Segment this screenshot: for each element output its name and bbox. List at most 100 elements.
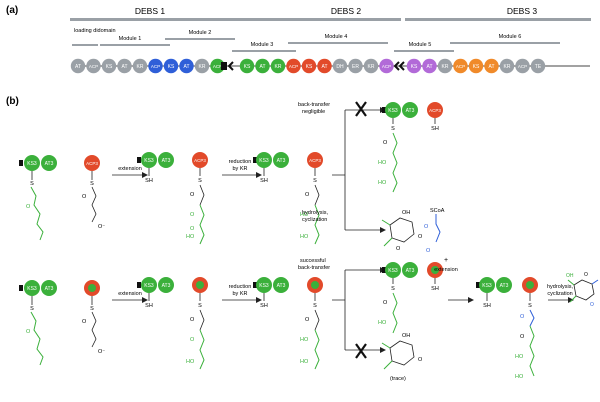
svg-text:HO: HO [378, 160, 387, 166]
svg-text:O: O [26, 204, 31, 210]
svg-text:KS3: KS3 [144, 283, 154, 289]
enzyme-group-1: KS3 AT3 ACP3 S O S O O⁻ [19, 155, 105, 241]
svg-text:O: O [590, 302, 594, 308]
domain-label: ACP [518, 64, 527, 69]
svg-text:O: O [426, 248, 431, 254]
module-label-m1: Module 1 [119, 36, 142, 42]
enzyme-group-7: KS3 AT3 SH S O HO HO [253, 277, 323, 370]
svg-text:OH: OH [566, 273, 574, 279]
domain-label: KS [411, 64, 418, 70]
svg-text:KS3: KS3 [27, 286, 37, 292]
domain-kr-4 [132, 58, 148, 74]
module-label-m4: Module 4 [325, 34, 348, 40]
svg-text:O⁻: O⁻ [98, 224, 105, 230]
label-successful-b: back-transfer [298, 265, 330, 271]
enzyme-group-5: KS3 AT3 S O S O O⁻ [19, 280, 105, 366]
module-label-m2: Module 2 [189, 30, 212, 36]
svg-text:SH: SH [145, 303, 153, 309]
label-hydrolysis-2b: cyclization [547, 291, 572, 297]
svg-text:HO: HO [378, 320, 387, 326]
svg-text:AT3: AT3 [406, 108, 415, 114]
svg-text:HO: HO [300, 359, 309, 365]
svg-text:AT3: AT3 [162, 158, 171, 164]
svg-text:KS3: KS3 [259, 158, 269, 164]
svg-text:AT3: AT3 [277, 158, 286, 164]
domain-label: KS [168, 64, 175, 70]
domain-ks-14 [301, 58, 317, 74]
module-bar-m1 [100, 44, 170, 46]
svg-text:O: O [190, 226, 195, 232]
domain-label: AT [488, 64, 494, 70]
svg-text:O: O [520, 334, 525, 340]
domain-label: KR [137, 64, 144, 70]
svg-text:HO: HO [300, 212, 309, 218]
final-lactone: OH O O [566, 272, 599, 308]
svg-text:O: O [190, 192, 195, 198]
domain-te-28 [530, 58, 546, 74]
svg-text:OH: OH [402, 210, 410, 216]
module-bar-loading [72, 44, 98, 46]
svg-text:O: O [305, 192, 310, 198]
domain-ks-10 [239, 58, 255, 74]
domain-at-11 [255, 58, 270, 74]
svg-text:S: S [313, 178, 317, 184]
domain-label: ACP [382, 64, 391, 69]
domain-kr-26 [499, 58, 515, 74]
docking-linker-1 [221, 62, 227, 70]
svg-text:KS3: KS3 [388, 108, 398, 114]
svg-text:KS3: KS3 [27, 161, 37, 167]
svg-text:SH: SH [431, 126, 439, 132]
label-hydrolysis-1a: hydrolysis, [302, 210, 328, 216]
label-hydrolysis-1b: cyclization [302, 217, 327, 223]
svg-text:ACP3: ACP3 [309, 158, 321, 163]
label-extension-3: extension [434, 267, 458, 273]
svg-text:O: O [584, 272, 588, 278]
domain-label: AT [75, 64, 81, 70]
svg-text:+: + [444, 257, 448, 264]
svg-text:O: O [383, 300, 388, 306]
svg-text:S: S [198, 178, 202, 184]
svg-text:AT3: AT3 [45, 286, 54, 292]
domain-label: ACP [456, 64, 465, 69]
domain-acp-13 [286, 58, 301, 74]
domain-at-25 [484, 58, 499, 74]
svg-text:O: O [82, 319, 87, 325]
label-trace: (trace) [390, 376, 406, 382]
svg-text:O⁻: O⁻ [98, 349, 105, 355]
svg-text:ACP3: ACP3 [429, 108, 441, 113]
svg-text:AT3: AT3 [500, 283, 509, 289]
svg-text:S: S [313, 303, 317, 309]
domain-acp-23 [453, 58, 468, 74]
debs2-label: DEBS 2 [331, 6, 362, 16]
domain-label: ACP [89, 64, 98, 69]
domain-label: TE [535, 64, 542, 70]
label-hydrolysis-2a: hydrolysis, [547, 284, 573, 290]
domain-label: KR [368, 64, 375, 70]
domain-acp-5 [148, 58, 163, 74]
methylmalonyl-coa: SCoA O O + extension [424, 208, 458, 273]
svg-text:O: O [520, 314, 525, 320]
svg-text:HO: HO [515, 374, 524, 380]
label-extension-1: extension [118, 166, 142, 172]
domain-label: AT [183, 64, 189, 70]
svg-text:AT3: AT3 [277, 283, 286, 289]
svg-text:S: S [90, 306, 94, 312]
domain-label: AT [426, 64, 432, 70]
label-backtransfer-a: back-transfer [298, 102, 330, 108]
enzyme-group-9: KS3 AT3 SH S O O HO HO [476, 277, 538, 380]
domain-dh-16 [332, 58, 348, 74]
label-reduction-1b: by KR [233, 166, 248, 172]
domain-label: AT [259, 64, 265, 70]
domain-kr-12 [270, 58, 286, 74]
svg-text:S: S [90, 181, 94, 187]
module-bar-m2 [165, 38, 235, 40]
svg-text:O: O [190, 337, 195, 343]
domain-label: KR [199, 64, 206, 70]
domain-label: ER [352, 64, 359, 70]
svg-text:AT3: AT3 [162, 283, 171, 289]
lactone-1: OH O O [381, 210, 423, 252]
svg-text:SH: SH [483, 303, 491, 309]
domain-at-3 [117, 58, 132, 74]
domain-label: KR [504, 64, 511, 70]
label-backtransfer-b: negligible [302, 109, 325, 115]
